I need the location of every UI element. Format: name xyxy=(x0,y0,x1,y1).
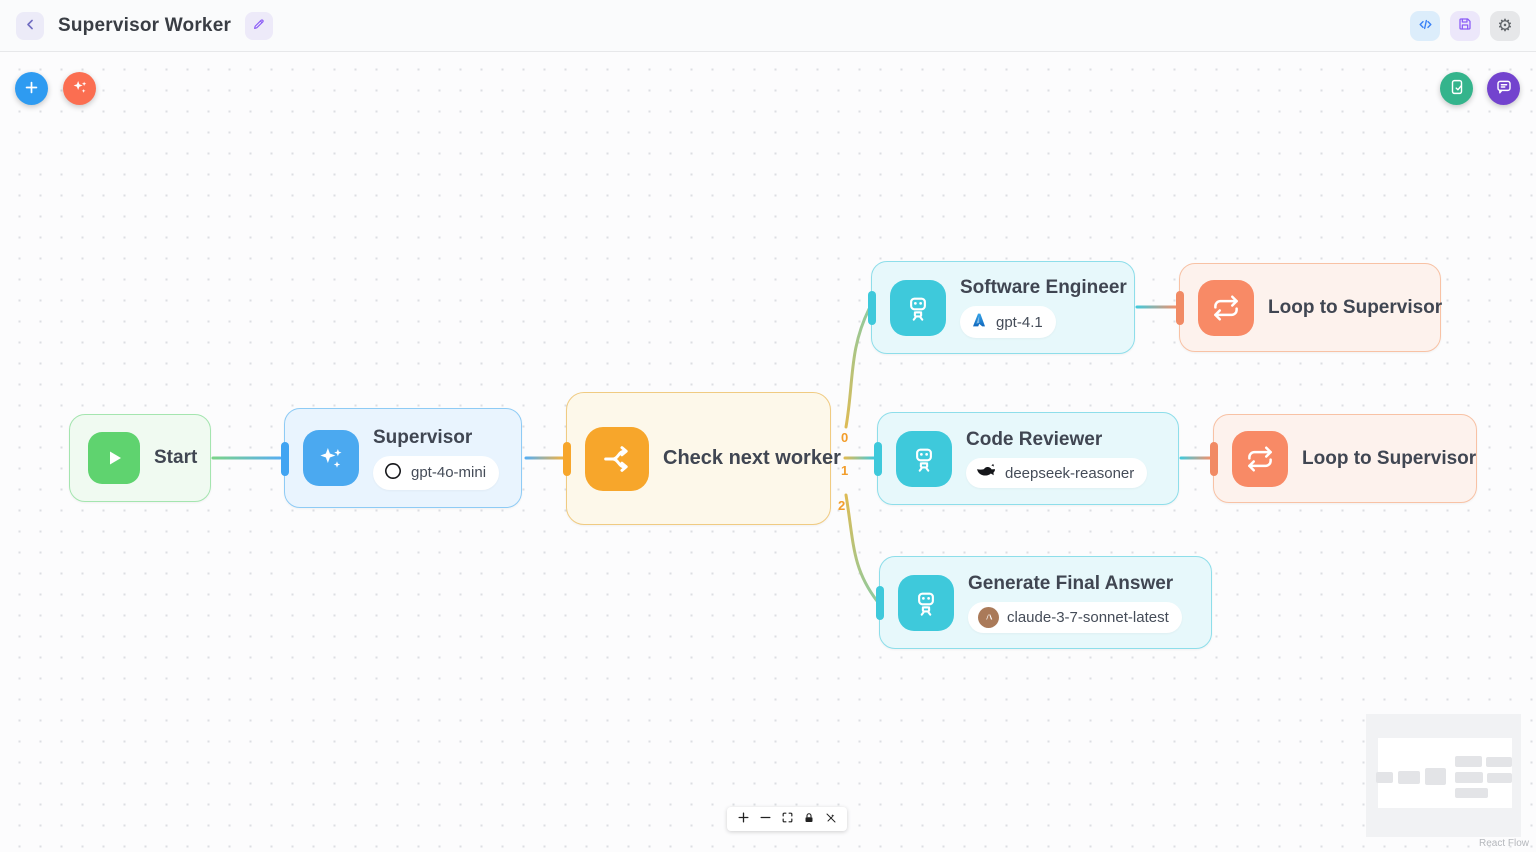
minimap[interactable] xyxy=(1366,714,1521,837)
edge-label-0: 0 xyxy=(841,430,849,445)
document-check-icon xyxy=(1448,78,1466,99)
minimap-node xyxy=(1455,772,1483,783)
edge-label-2: 2 xyxy=(838,498,846,513)
node-check-input-handle[interactable] xyxy=(563,442,571,476)
wand-off-button[interactable] xyxy=(821,809,841,829)
node-loop2-label: Loop to Supervisor xyxy=(1302,447,1477,469)
node-generate-final-answer-input-handle[interactable] xyxy=(876,586,884,620)
robot-icon xyxy=(890,279,946,336)
node-software-engineer-label: Software Engineer xyxy=(960,277,1127,298)
minimap-node xyxy=(1398,771,1420,784)
node-supervisor[interactable]: Supervisor gpt-4o-mini xyxy=(281,408,522,508)
node-check-next-worker[interactable]: Check next worker xyxy=(563,392,841,525)
robot-icon xyxy=(896,430,952,487)
flow-canvas[interactable]: 0 1 2 Start Supervisor xyxy=(0,52,1536,852)
save-button[interactable] xyxy=(1450,10,1480,41)
lock-icon xyxy=(803,811,815,828)
anthropic-logo-icon xyxy=(978,606,999,628)
node-software-engineer-input-handle[interactable] xyxy=(868,291,876,325)
repeat-icon xyxy=(1198,279,1254,336)
node-check-label: Check next worker xyxy=(663,447,841,469)
minimap-node xyxy=(1376,772,1393,783)
minimap-node xyxy=(1487,773,1512,783)
model-pill: gpt-4o-mini xyxy=(373,455,500,490)
node-code-reviewer[interactable]: Code Reviewer deepseek-reasoner xyxy=(874,412,1179,505)
node-software-engineer[interactable]: Software Engineer gpt-4.1 xyxy=(868,261,1135,354)
node-loop1-label: Loop to Supervisor xyxy=(1268,296,1443,318)
wand-off-icon xyxy=(825,811,837,828)
minimap-node xyxy=(1455,788,1488,798)
model-pill: deepseek-reasoner xyxy=(966,458,1148,488)
zoom-in-button[interactable] xyxy=(733,809,753,829)
add-node-button[interactable] xyxy=(15,72,48,105)
save-icon xyxy=(1457,16,1473,35)
edge-check-software-engineer xyxy=(844,307,871,429)
chat-icon xyxy=(1495,78,1513,99)
edge-label-1: 1 xyxy=(841,463,849,478)
node-loop-to-supervisor-1[interactable]: Loop to Supervisor xyxy=(1176,263,1443,352)
robot-icon xyxy=(898,574,954,631)
play-icon xyxy=(88,432,140,484)
model-name: deepseek-reasoner xyxy=(1005,464,1135,482)
model-name: gpt-4o-mini xyxy=(411,464,487,481)
model-name: claude-3-7-sonnet-latest xyxy=(1007,608,1169,626)
model-pill: claude-3-7-sonnet-latest xyxy=(968,601,1182,633)
node-loop1-input-handle[interactable] xyxy=(1176,291,1184,325)
node-loop-to-supervisor-2[interactable]: Loop to Supervisor xyxy=(1210,414,1477,503)
node-supervisor-input-handle[interactable] xyxy=(281,442,289,476)
node-start[interactable]: Start xyxy=(69,414,211,502)
view-code-button[interactable] xyxy=(1410,10,1440,41)
minimap-node xyxy=(1425,768,1446,785)
plus-icon xyxy=(737,811,750,828)
model-name: gpt-4.1 xyxy=(996,313,1043,331)
lock-button[interactable] xyxy=(799,809,819,829)
azure-logo-icon xyxy=(970,311,988,333)
ai-assist-button[interactable] xyxy=(63,72,96,105)
node-generate-final-answer-label: Generate Final Answer xyxy=(968,572,1174,594)
chevron-left-icon xyxy=(23,17,38,35)
page-title: Supervisor Worker xyxy=(58,14,232,36)
node-supervisor-label: Supervisor xyxy=(373,426,473,448)
chat-button[interactable] xyxy=(1487,72,1520,105)
back-button[interactable] xyxy=(16,11,44,40)
logs-button[interactable] xyxy=(1440,72,1473,105)
pencil-icon xyxy=(252,17,266,34)
node-loop2-input-handle[interactable] xyxy=(1210,442,1218,476)
edit-title-button[interactable] xyxy=(245,11,274,40)
minimap-node xyxy=(1486,757,1512,767)
edge-check-generate-final-answer xyxy=(844,493,879,603)
repeat-icon xyxy=(1232,430,1288,487)
react-flow-attribution: React Flow xyxy=(1478,838,1529,849)
sparkles-icon xyxy=(303,430,359,486)
node-start-label: Start xyxy=(154,447,198,468)
openai-logo-icon xyxy=(383,461,403,485)
code-icon xyxy=(1417,16,1434,36)
node-code-reviewer-input-handle[interactable] xyxy=(874,442,882,476)
zoom-controls xyxy=(727,807,847,831)
deepseek-logo-icon xyxy=(976,463,997,483)
settings-button[interactable]: ⚙ xyxy=(1490,10,1520,41)
top-bar: Supervisor Worker ⚙ xyxy=(0,0,1536,52)
zoom-out-button[interactable] xyxy=(755,809,775,829)
gear-icon: ⚙ xyxy=(1497,16,1513,35)
sparkles-icon xyxy=(71,78,89,99)
minus-icon xyxy=(759,811,772,828)
fit-view-button[interactable] xyxy=(777,809,797,829)
node-code-reviewer-label: Code Reviewer xyxy=(966,429,1103,450)
branch-split-icon xyxy=(585,426,649,491)
plus-icon xyxy=(23,76,40,102)
fit-view-icon xyxy=(781,811,794,828)
minimap-node xyxy=(1455,756,1482,767)
node-generate-final-answer[interactable]: Generate Final Answer claude-3-7-sonnet-… xyxy=(876,556,1212,649)
model-pill: gpt-4.1 xyxy=(960,306,1056,338)
